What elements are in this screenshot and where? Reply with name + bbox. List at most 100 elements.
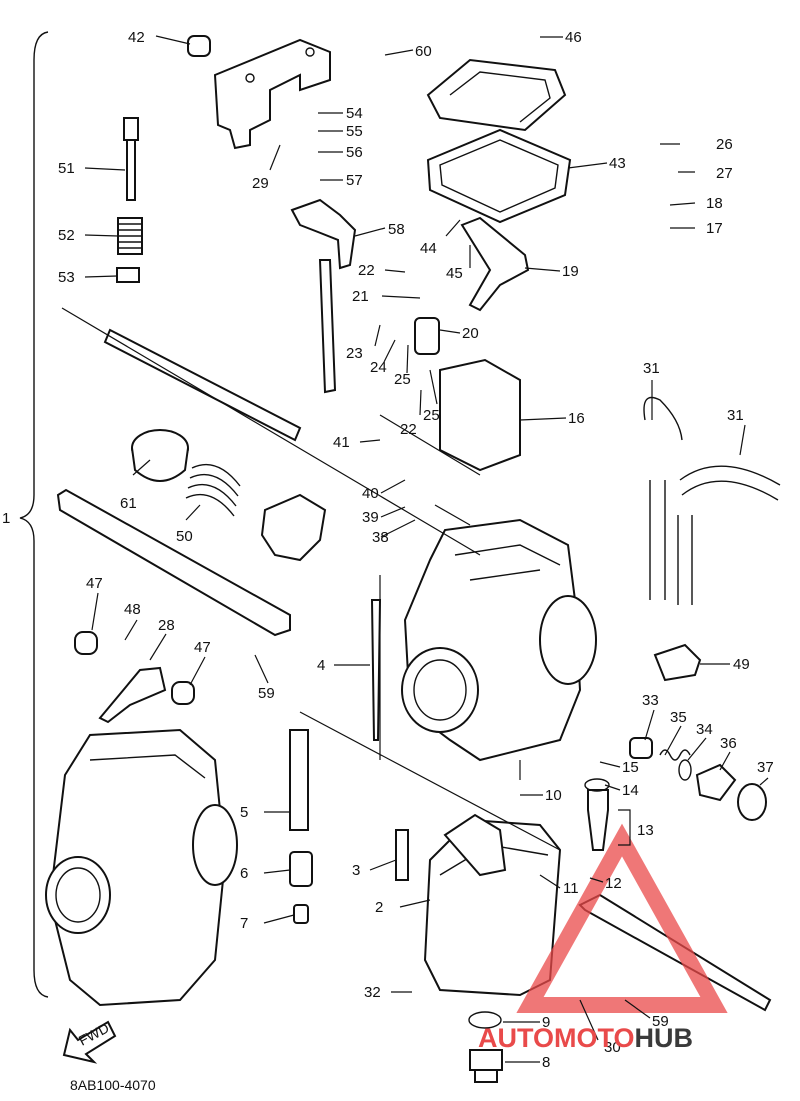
callout: 1	[2, 510, 10, 527]
callout: 47	[194, 639, 211, 656]
callout: 14	[622, 782, 639, 799]
callout: 2	[375, 899, 383, 916]
throttle-shaft	[103, 328, 302, 442]
callout: 58	[388, 221, 405, 238]
callout: 49	[733, 656, 750, 673]
callout: 60	[415, 43, 432, 60]
washer-47	[74, 631, 98, 655]
drain-plug	[469, 1049, 503, 1083]
cap-37	[737, 783, 767, 821]
boot-and-spring	[131, 429, 241, 517]
diagram-code: 8AB100-4070	[70, 1077, 156, 1093]
callout: 16	[568, 410, 585, 427]
callout: 11	[563, 880, 579, 897]
callout: 59	[258, 685, 275, 702]
callout: 23	[346, 345, 363, 362]
fuel-hose	[318, 259, 337, 394]
top-cover	[426, 58, 572, 224]
vent-hose-3	[679, 465, 781, 501]
jet-holder	[289, 729, 309, 831]
callout: 44	[420, 240, 437, 257]
callout: 10	[545, 787, 562, 804]
callout: 5	[240, 804, 248, 821]
callout: 30	[604, 1039, 621, 1056]
screw-36	[695, 763, 737, 802]
callout: 26	[716, 136, 733, 153]
float-bowl	[423, 813, 562, 997]
callout: 4	[317, 657, 325, 674]
callout: 13	[637, 822, 654, 839]
callout: 24	[370, 359, 387, 376]
callout: 25	[394, 371, 411, 388]
callout: 27	[716, 165, 733, 182]
callout: 29	[252, 175, 269, 192]
leader-lines	[84, 35, 769, 1063]
callout: 15	[622, 759, 639, 776]
watermark-part2: HUB	[635, 1023, 694, 1053]
callout: 54	[346, 105, 363, 122]
hose-clamp	[653, 643, 702, 682]
pilot-jet	[395, 829, 409, 881]
callout: 12	[605, 875, 622, 892]
callout: 31	[727, 407, 744, 424]
callout: 3	[352, 862, 360, 879]
callout: 53	[58, 269, 75, 286]
callout: 42	[128, 29, 145, 46]
callout: 33	[642, 692, 659, 709]
callout: 22	[400, 421, 417, 438]
callout: 18	[706, 195, 723, 212]
mounting-rail	[56, 488, 291, 637]
callout: 48	[124, 601, 141, 618]
guide-lines	[61, 307, 561, 851]
callout: 7	[240, 915, 248, 932]
callout: 39	[362, 509, 379, 526]
callout: 35	[670, 709, 687, 726]
callout: 32	[364, 984, 381, 1001]
float-valve	[587, 789, 609, 851]
jet-needle	[370, 599, 382, 741]
callout: 8	[542, 1054, 550, 1071]
callout: 40	[362, 485, 379, 502]
callout: 56	[346, 144, 363, 161]
callout: 25	[423, 407, 440, 424]
callout: 50	[176, 528, 193, 545]
callout: 6	[240, 865, 248, 882]
callout: 51	[58, 160, 75, 177]
watermark-text: AUTOMOTOHUB	[478, 1023, 693, 1053]
callout: 57	[346, 172, 363, 189]
hose-fitting	[290, 198, 357, 270]
callout: 36	[720, 735, 737, 752]
callout: 41	[333, 434, 350, 451]
throttle-stop-screw	[116, 117, 143, 283]
callout: 47	[86, 575, 103, 592]
callout: 31	[643, 360, 660, 377]
spring-35	[659, 749, 691, 761]
callout-labels: 1 2 3 4 5 6 7 8 9 10 11 12 13 14 15 16 1…	[2, 29, 774, 1071]
watermark-logo	[516, 823, 728, 1013]
diaphragm-cover	[439, 358, 521, 472]
carburetor-body-left	[45, 728, 238, 1007]
callout: 43	[609, 155, 626, 172]
right-rail	[578, 893, 772, 1012]
callout: 55	[346, 123, 363, 140]
oring-34	[678, 759, 692, 781]
link-block	[414, 317, 440, 355]
oring-9	[468, 1011, 502, 1029]
callout: 22	[358, 262, 375, 279]
callout: 20	[462, 325, 479, 342]
collar-47	[171, 681, 195, 705]
throttle-linkage	[460, 216, 530, 312]
throttle-cam	[260, 493, 327, 562]
callout: 52	[58, 227, 75, 244]
fwd-arrow-icon: FWD	[62, 1020, 117, 1064]
callout: 59	[652, 1013, 669, 1030]
callout: 38	[372, 529, 389, 546]
seat-33	[629, 737, 653, 759]
callout: 61	[120, 495, 137, 512]
callout: 28	[158, 617, 175, 634]
callout: 46	[565, 29, 582, 46]
callout: 45	[446, 265, 463, 282]
watermark-part1: AUTOMOTO	[478, 1023, 635, 1053]
callout: 21	[352, 288, 369, 305]
